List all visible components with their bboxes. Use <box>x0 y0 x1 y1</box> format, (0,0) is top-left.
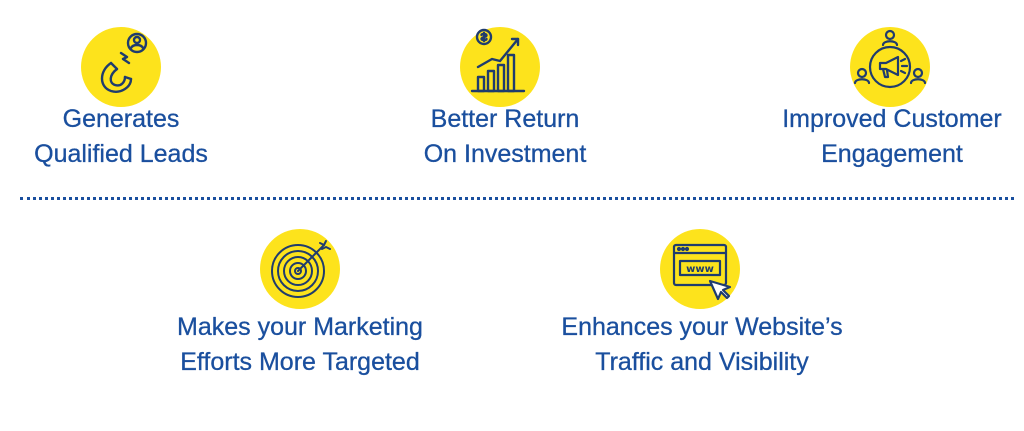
benefit-title-line1: Generates <box>62 105 180 133</box>
benefit-title-line1: Improved Customer <box>782 105 1002 133</box>
target-icon <box>260 229 340 309</box>
benefit-title-line1: Makes your Marketing <box>177 313 423 341</box>
benefit-title-line1: Enhances your Website’s <box>561 313 843 341</box>
svg-text:www: www <box>686 264 714 275</box>
website-www-icon: www <box>660 229 740 309</box>
benefit-title-line1: Better Return <box>430 105 580 133</box>
benefit-title-line2: Traffic and Visibility <box>595 348 809 376</box>
dotted-divider <box>20 197 1014 200</box>
benefit-title-line2: Engagement <box>821 140 963 168</box>
megaphone-group-icon <box>850 27 930 107</box>
benefit-title-line2: Qualified Leads <box>34 140 208 168</box>
benefit-title-line2: On Investment <box>423 140 587 168</box>
benefit-title-line2: Efforts More Targeted <box>180 348 420 376</box>
growth-chart-icon <box>460 27 540 107</box>
magnet-icon <box>81 27 161 107</box>
